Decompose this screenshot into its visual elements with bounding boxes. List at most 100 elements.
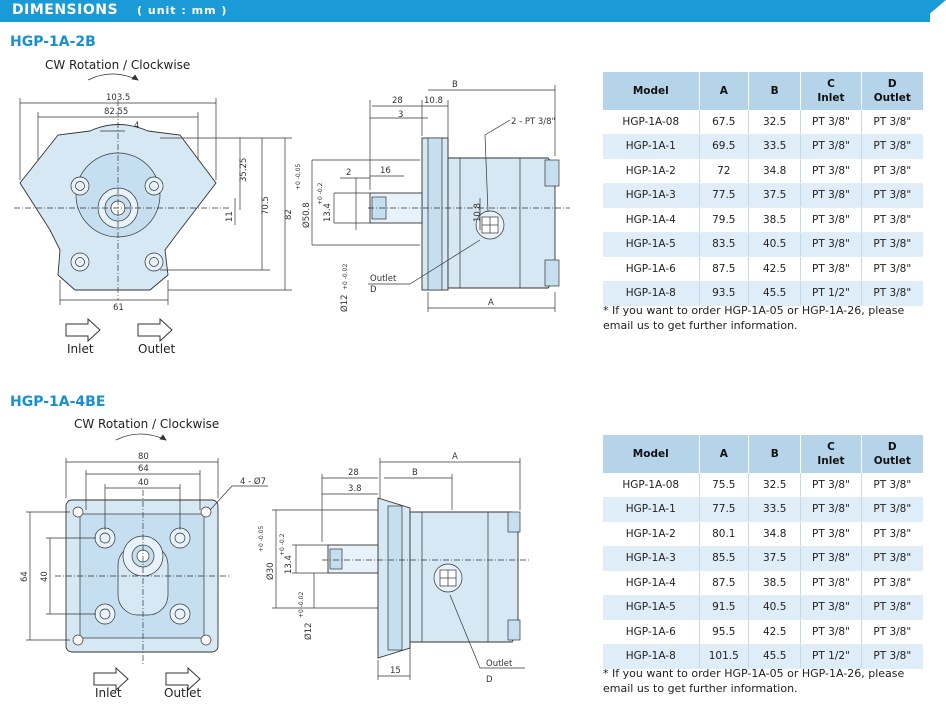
pt-callout: 2 - PT 3/8": [511, 117, 556, 127]
section-banner: DIMENSIONS ( unit : mm ): [0, 0, 946, 22]
table-cell: 37.5: [747, 183, 801, 208]
table-cell: 37.5: [748, 546, 801, 571]
table-cell: HGP-1A-2: [603, 521, 700, 547]
dim-2: 2: [346, 168, 351, 178]
dim-a: A: [488, 298, 494, 308]
dim-64: 64: [138, 464, 149, 474]
table-cell: 38.5: [748, 570, 801, 596]
dim-v40: 40: [40, 571, 50, 582]
banner-unit: ( unit : mm ): [137, 4, 228, 17]
dim-10-8-b: 10.8: [473, 203, 483, 222]
dim-70-5: 70.5: [261, 196, 271, 215]
table-cell: PT 3/8": [860, 110, 923, 135]
order-note: * If you want to order HGP-1A-05 or HGP-…: [603, 667, 905, 695]
table-cell: 91.5: [698, 595, 749, 620]
table-cell: 33.5: [747, 134, 801, 159]
table-cell: PT 3/8": [800, 546, 862, 571]
table-cell: PT 3/8": [800, 232, 862, 257]
table-cell: PT 3/8": [800, 473, 862, 498]
tol-dia-50-8: +0 -0.05: [295, 164, 302, 190]
table-cell: HGP-1A-6: [603, 256, 700, 282]
table-cell: PT 1/2": [800, 281, 862, 306]
outlet-d: D: [486, 675, 493, 685]
bolt-holes: [70, 176, 164, 272]
dim-11: 11: [225, 211, 235, 222]
table-cell: PT 3/8": [800, 497, 862, 522]
table-cell: 93.5: [698, 281, 749, 306]
table-cell: PT 3/8": [800, 158, 862, 184]
table-cell: HGP-1A-1: [603, 497, 700, 522]
table-cell: 80.1: [698, 521, 749, 547]
dim-15: 15: [390, 666, 401, 676]
rotation-caption: CW Rotation / Clockwise: [45, 58, 191, 72]
table-cell: PT 3/8": [860, 546, 923, 571]
section-title-hgp-1a-4be: HGP-1A-4BE: [10, 394, 106, 410]
col-b: B: [747, 72, 801, 110]
outlet-callout: Outlet: [486, 659, 513, 669]
outlet-callout: Outlet: [370, 274, 397, 284]
dim-103-5: 103.5: [106, 93, 130, 103]
table-cell: 101.5: [698, 644, 749, 669]
dim-b: B: [412, 468, 418, 478]
table-cell: PT 3/8": [860, 644, 923, 669]
table-cell: 34.8: [747, 158, 801, 184]
col-a: A: [698, 72, 749, 110]
dim-dia-50-8: Ø50.8: [301, 202, 312, 228]
table-cell: PT 3/8": [800, 595, 862, 620]
outlet-d: D: [370, 285, 377, 295]
table-cell: PT 3/8": [800, 110, 862, 135]
dim-16: 16: [380, 166, 391, 176]
inlet-label: Inlet: [67, 342, 94, 356]
dim-28: 28: [392, 96, 403, 106]
side-view-body: [409, 511, 519, 643]
table-cell: PT 3/8": [860, 158, 923, 184]
table-cell: 45.5: [748, 644, 801, 669]
table-cell: 38.5: [747, 207, 801, 233]
table-cell: HGP-1A-5: [603, 232, 700, 257]
dim-dia-12: Ø12: [303, 622, 314, 640]
tol-dia-30: +0 -0.05: [258, 526, 265, 552]
dim-40: 40: [138, 478, 149, 488]
table-cell: PT 3/8": [800, 256, 862, 282]
table-cell: PT 1/2": [800, 644, 862, 669]
inlet-arrow-icon: [93, 666, 129, 692]
table-cell: 32.5: [748, 473, 801, 498]
table-cell: HGP-1A-6: [603, 619, 700, 645]
table-cell: 95.5: [698, 619, 749, 645]
table-cell: 87.5: [698, 256, 749, 282]
outlet-arrow-icon: [165, 666, 201, 692]
table-cell: HGP-1A-8: [603, 281, 700, 306]
dim-13-4: 13.4: [284, 555, 294, 574]
table-cell: PT 3/8": [800, 183, 862, 208]
table-cell: PT 3/8": [860, 497, 923, 522]
table-cell: 79.5: [698, 207, 749, 233]
dim-v64: 64: [20, 571, 30, 582]
table-cell: PT 3/8": [860, 570, 923, 596]
table-cell: HGP-1A-08: [603, 473, 700, 498]
dim-dia-30: Ø30: [265, 562, 276, 580]
table-cell: PT 3/8": [860, 473, 923, 498]
dim-dia-12: Ø12: [339, 294, 350, 312]
outlet-arrow-icon: [137, 317, 173, 343]
banner-background: [0, 0, 930, 22]
table-cell: PT 3/8": [860, 183, 923, 208]
dim-3-8: 3.8: [348, 484, 362, 494]
table-cell: PT 3/8": [800, 521, 862, 547]
table-cell: PT 3/8": [860, 134, 923, 159]
table-cell: HGP-1A-4: [603, 207, 700, 233]
